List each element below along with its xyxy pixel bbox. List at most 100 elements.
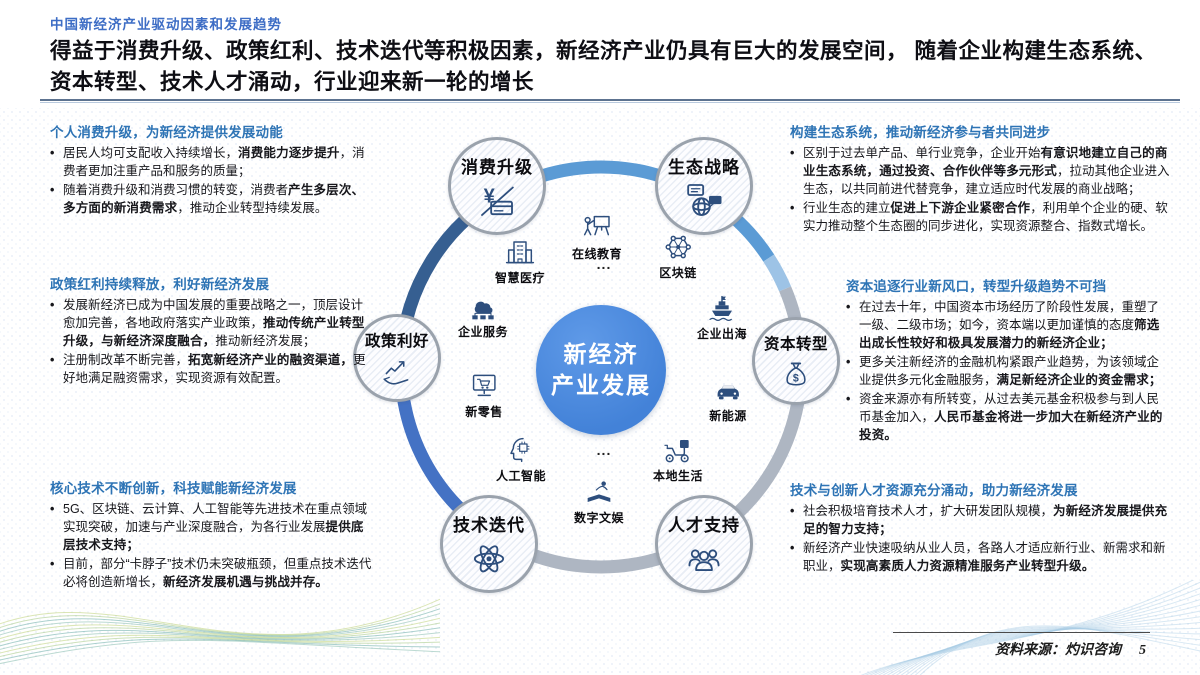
node-label: 消费升级 [461, 157, 533, 177]
industry-label: 企业出海 [696, 327, 748, 341]
footer-divider [893, 632, 1150, 633]
bullet-item: • 在过去十年，中国资本市场经历了阶段性发展，重塑了一级、二级市场；如今，资本端以… [846, 298, 1170, 352]
industry-label: 数字文娱 [573, 511, 625, 525]
bullet-item: • 区别于过去单产品、单行业竞争，企业开始有意识地建立自己的商业生态系统，通过投资… [790, 144, 1170, 198]
bullet-marker: • [790, 146, 795, 160]
bullet-text: 新经济产业快速吸纳从业人员，各路人才适应新行业、新需求和新职业，实现高素质人力资… [803, 541, 1166, 573]
bullet-item: • 社会积极培育技术人才，扩大研发团队规模，为新经济发展提供充足的智力支持； [790, 502, 1172, 538]
bullet-text: 随着消费升级和消费习惯的转变，消费者产生多层次、多方面的新消费需求，推动企业转型… [63, 183, 365, 215]
diagram-node-consumption-upgrade: 消费升级¥ [448, 137, 546, 235]
smart-medical-icon [504, 236, 536, 268]
blockchain-icon [662, 231, 694, 263]
section-heading: 个人消费升级，为新经济提供发展动能 [50, 125, 283, 140]
headline: 得益于消费升级、政策红利、技术迭代等积极因素，新经济产业仍具有巨大的发展空间， … [50, 39, 1157, 94]
enterprise-service-icon [467, 290, 499, 322]
bullet-text: 居民人均可支配收入持续增长，消费能力逐步提升，消费者更加注重产品和服务的质量； [63, 146, 365, 178]
industry-item: 企业出海 [697, 292, 747, 342]
industry-item: 企业服务 [458, 290, 508, 340]
bullet-item: • 5G、区块链、云计算、人工智能等先进技术在重点领域实现突破，加速与产业深度融合… [50, 500, 374, 554]
bullet-item: • 随着消费升级和消费习惯的转变，消费者产生多层次、多方面的新消费需求，推动企业转… [50, 181, 368, 217]
bullet-marker: • [790, 541, 795, 555]
bullet-text: 社会积极培育技术人才，扩大研发团队规模，为新经济发展提供充足的智力支持； [803, 504, 1168, 536]
bullet-marker: • [50, 298, 55, 312]
atom-icon [469, 538, 509, 578]
bullet-text: 行业生态的建立促进上下游企业紧密合作，利用单个企业的硬、软实力推动整个生态圈的同… [803, 201, 1168, 233]
people-icon [684, 538, 724, 578]
bullet-marker: • [790, 201, 795, 215]
node-label: 资本转型 [763, 336, 828, 353]
bullet-marker: • [50, 557, 55, 571]
bullet-item: • 发展新经济已成为中国发展的重要战略之一，顶层设计愈加完善，各地政府落实产业政策… [50, 296, 368, 350]
node-label: 生态战略 [668, 157, 740, 177]
diagram-node-technology-iteration: 技术迭代 [440, 495, 538, 593]
bullet-marker: • [846, 355, 851, 369]
bullet-item: • 目前，部分“卡脖子”技术仍未突破瓶颈，但重点技术迭代必将创造新增长，新经济发展… [50, 555, 374, 591]
industry-label: 智慧医疗 [494, 271, 546, 285]
industry-label: 新能源 [709, 409, 747, 423]
local-life-icon [662, 434, 694, 466]
diagram-node-capital-transformation: 资本转型 $ [752, 317, 840, 405]
bullet-marker: • [846, 392, 851, 406]
online-education-icon [581, 212, 613, 244]
diagram-node-ecosystem-strategy: 生态战略 [655, 137, 753, 235]
section-heading: 核心技术不断创新，科技赋能新经济发展 [50, 481, 297, 496]
section-heading: 构建生态系统，推动新经济参与者共同进步 [790, 125, 1051, 140]
digital-entertainment-icon [583, 476, 615, 508]
bullet-marker: • [50, 502, 55, 516]
section-consumption: 个人消费升级，为新经济提供发展动能 • 居民人均可支配收入持续增长，消费能力逐步提升… [50, 121, 368, 218]
industry-item: 人工智能 [496, 434, 546, 484]
industry-label: 区块链 [659, 266, 697, 280]
page-title: 中国新经济产业驱动因素和发展趋势 [50, 17, 282, 32]
ai-icon [505, 434, 537, 466]
section-talent: 技术与创新人才资源充分涌动，助力新经济发展 • 社会积极培育技术人才，扩大研发团队规… [790, 479, 1172, 576]
policy-growth-icon [380, 353, 414, 387]
industry-label: 本地生活 [652, 469, 704, 483]
industry-label: 新零售 [465, 405, 503, 419]
bullet-text: 5G、区块链、云计算、人工智能等先进技术在重点领域实现突破，加速与产业深度融合，… [63, 502, 368, 552]
node-label: 技术迭代 [453, 515, 525, 535]
section-heading: 政策红利持续释放，利好新经济发展 [50, 277, 270, 292]
bullet-text: 区别于过去单产品、单行业竞争，企业开始有意识地建立自己的商业生态系统，通过投资、… [803, 146, 1170, 196]
industry-item: 智慧医疗 [495, 236, 545, 286]
diagram-node-talent-support: 人才支持 [655, 495, 753, 593]
bullet-text: 发展新经济已成为中国发展的重要战略之一，顶层设计愈加完善，各地政府落实产业政策，… [63, 298, 365, 348]
industry-item: 新零售 [465, 370, 503, 420]
diagram-center-node: 新经济 产业发展 [536, 305, 666, 435]
bullet-item: •注册制改革不断完善，拓宽新经济产业的融资渠道，更好地满足融资需求，实现资源有效… [50, 351, 368, 387]
ellipsis-more: ... [596, 442, 612, 458]
ellipsis-more: ... [596, 256, 612, 272]
section-capital: 资本追逐行业新风口，转型升级趋势不可挡 • 在过去十年，中国资本市场经历了阶段性发展… [846, 275, 1170, 445]
bullet-marker: • [790, 504, 795, 518]
new-energy-icon [712, 374, 744, 406]
new-retail-icon [468, 370, 500, 402]
center-title-line1: 新经济 [563, 340, 639, 367]
industry-item: 新能源 [709, 374, 747, 424]
money-bag-icon: $ [779, 356, 813, 390]
industry-label: 人工智能 [495, 469, 547, 483]
bullet-item: • 行业生态的建立促进上下游企业紧密合作，利用单个企业的硬、软实力推动整个生态圈的… [790, 199, 1170, 235]
bullet-item: • 居民人均可支配收入持续增长，消费能力逐步提升，消费者更加注重产品和服务的质量； [50, 144, 368, 180]
page-number: 5 [1139, 643, 1146, 658]
bullet-text: 在过去十年，中国资本市场经历了阶段性发展，重塑了一级、二级市场；如今，资本端以更… [859, 300, 1160, 350]
bullet-marker: • [50, 183, 55, 197]
section-ecosystem: 构建生态系统，推动新经济参与者共同进步 • 区别于过去单产品、单行业竞争，企业开始有… [790, 121, 1170, 236]
node-label: 人才支持 [668, 515, 740, 535]
ring-segment [763, 254, 792, 292]
ecosystem-globe-icon [684, 180, 724, 220]
bullet-text: 目前，部分“卡脖子”技术仍未突破瓶颈，但重点技术迭代必将创造新增长，新经济发展机… [63, 557, 372, 589]
bullet-item: • 新经济产业快速吸纳从业人员，各路人才适应新行业、新需求和新职业，实现高素质人力… [790, 539, 1172, 575]
footer: 资料来源：灼识咨询 5 [995, 639, 1146, 659]
section-heading: 资本追逐行业新风口，转型升级趋势不可挡 [846, 279, 1107, 294]
section-heading: 技术与创新人才资源充分涌动，助力新经济发展 [790, 483, 1078, 498]
title-divider [40, 99, 1180, 103]
bullet-item: •更多关注新经济的金融机构紧跟产业趋势，为该领域企业提供多元化金融服务，满足新经… [846, 353, 1170, 389]
industry-item: 区块链 [659, 231, 697, 281]
center-title-line2: 产业发展 [551, 372, 651, 398]
node-label: 政策利好 [364, 333, 429, 350]
bullet-marker: • [50, 146, 55, 160]
source-text: 资料来源：灼识咨询 [995, 643, 1121, 658]
bullet-marker: • [846, 300, 851, 314]
bullet-item: •资金来源亦有所转变，从过去美元基金积极参与到人民币基金加入，人民币基金将进一步… [846, 390, 1170, 444]
